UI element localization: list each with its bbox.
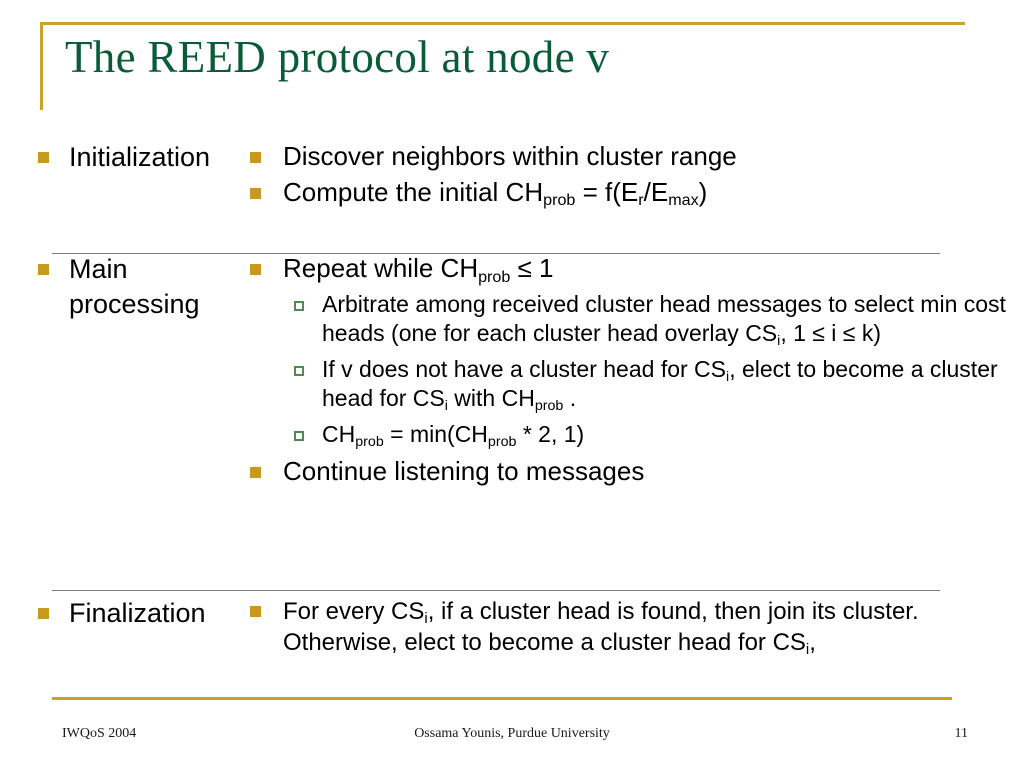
list-item: Discover neighbors within cluster range [250, 140, 1010, 174]
list-item: CHprob = min(CHprob * 2, 1) [294, 420, 1010, 449]
list-item-label: Repeat while CHprob ≤ 1 [283, 253, 554, 286]
green-hollow-square-bullet-icon [294, 300, 304, 311]
gold-square-bullet-icon [250, 466, 261, 478]
section-divider [52, 253, 940, 254]
section-finalization: Finalization For every CSi, if a cluster… [0, 596, 1024, 660]
footer-page-number: 11 [954, 726, 968, 741]
section-details-finalization: For every CSi, if a cluster head is foun… [250, 596, 1024, 660]
page-title: The REED protocol at node v [65, 32, 610, 82]
list-item-label: Discover neighbors within cluster range [283, 141, 737, 171]
list-item-label: Continue listening to messages [283, 455, 645, 486]
slide-footer: IWQoS 2004 Ossama Younis, Purdue Univers… [0, 726, 1024, 750]
list-item-label: Compute the initial CHprob = f(Er/Emax) [283, 176, 708, 210]
section-category-main-processing: Main processing [0, 252, 250, 321]
category-label: Main processing [69, 254, 200, 319]
list-item: Continue listening to messages [250, 455, 1010, 489]
footer-author: Ossama Younis, Purdue University [414, 726, 610, 741]
list-item-label: For every CSi, if a cluster head is foun… [283, 598, 919, 659]
list-item: If v does not have a cluster head for CS… [294, 355, 1010, 414]
category-label: Initialization [69, 142, 211, 172]
gold-square-bullet-icon [38, 264, 49, 275]
green-hollow-square-bullet-icon [294, 430, 304, 441]
gold-square-bullet-icon [38, 152, 49, 163]
section-main-processing: Main processing Repeat while CHprob ≤ 1 … [0, 252, 1024, 582]
section-category-finalization: Finalization [0, 596, 250, 631]
green-hollow-square-bullet-icon [294, 365, 304, 376]
section-details-initialization: Discover neighbors within cluster range … [250, 140, 1024, 212]
section-category-initialization: Initialization [0, 140, 250, 175]
list-item-label: CHprob = min(CHprob * 2, 1) [322, 420, 585, 450]
list-item: Arbitrate among received cluster head me… [294, 290, 1010, 349]
footer-conference: IWQoS 2004 [62, 726, 137, 741]
category-label: Finalization [69, 598, 206, 628]
section-initialization: Initialization Discover neighbors within… [0, 140, 1024, 238]
slide-body: Initialization Discover neighbors within… [0, 140, 1024, 660]
bottom-accent-rule [52, 697, 952, 700]
section-divider [52, 590, 940, 591]
section-details-main-processing: Repeat while CHprob ≤ 1 Arbitrate among … [250, 252, 1024, 491]
title-decoration-border: The REED protocol at node v [40, 22, 965, 110]
list-item-label: Arbitrate among received cluster head me… [322, 290, 1006, 350]
list-item: Compute the initial CHprob = f(Er/Emax) [250, 176, 1010, 210]
sub-list-main-processing: Arbitrate among received cluster head me… [294, 290, 1010, 449]
gold-square-bullet-icon [38, 608, 49, 619]
list-item: Repeat while CHprob ≤ 1 [250, 252, 1010, 286]
gold-square-bullet-icon [250, 187, 261, 199]
gold-square-bullet-icon [250, 152, 261, 163]
gold-square-bullet-icon [250, 606, 261, 617]
list-item: For every CSi, if a cluster head is foun… [250, 596, 1010, 658]
list-item-label: If v does not have a cluster head for CS… [322, 355, 998, 415]
gold-square-bullet-icon [250, 264, 261, 275]
